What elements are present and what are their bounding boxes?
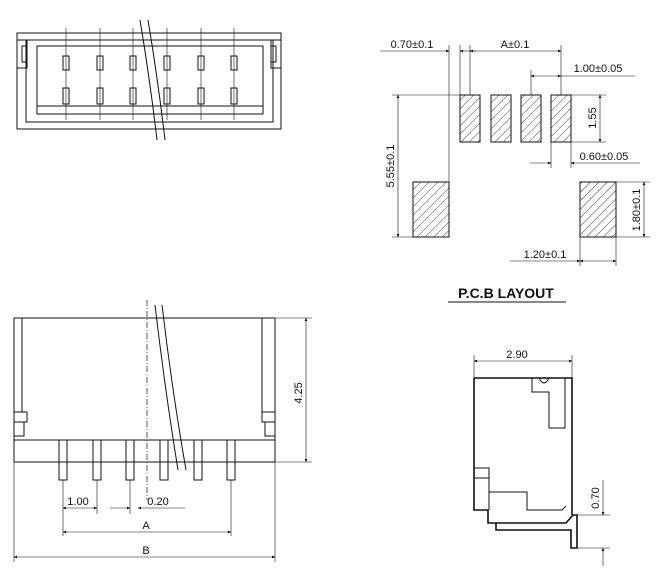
- pcb-layout-title: P.C.B LAYOUT: [458, 285, 554, 301]
- dim-pad-length: 1.55: [587, 107, 599, 128]
- dim-span-a: A: [142, 520, 150, 532]
- top-view: [16, 19, 282, 141]
- top-view-pins: [62, 28, 238, 120]
- dim-pad-spacing: 1.00±0.05: [574, 63, 623, 75]
- pad-4: [550, 94, 572, 143]
- pad-1: [459, 94, 481, 143]
- pad-3: [520, 94, 542, 143]
- mount-pad-left: [412, 181, 450, 238]
- pad-2: [490, 94, 512, 143]
- dim-pitch: A±0.1: [501, 39, 530, 51]
- dim-height: 4.25: [293, 382, 305, 403]
- dim-row-distance: 5.55±0.1: [385, 145, 397, 188]
- mount-pad-right: [579, 181, 617, 238]
- dim-pin-thickness: 0.70: [590, 487, 602, 508]
- dim-pad-offset: 0.70±0.1: [391, 39, 434, 51]
- dim-pad-width: 0.60±0.05: [580, 151, 629, 163]
- dim-mount-pad-width: 1.20±0.1: [524, 249, 567, 261]
- pcb-layout: 0.70±0.1 A±0.1 1.00±0.05 1.55 0.60±0.05 …: [380, 39, 650, 303]
- front-view: 4.25 1.00 0.20 A B: [13, 300, 312, 562]
- dim-mount-pad-height: 1.80±0.1: [631, 189, 643, 232]
- side-view: 2.90 0.70: [473, 349, 610, 566]
- dim-pin-width: 0.20: [147, 496, 168, 508]
- dim-depth: 2.90: [506, 349, 527, 361]
- dim-span-b: B: [142, 545, 149, 557]
- dim-pin-pitch: 1.00: [67, 496, 88, 508]
